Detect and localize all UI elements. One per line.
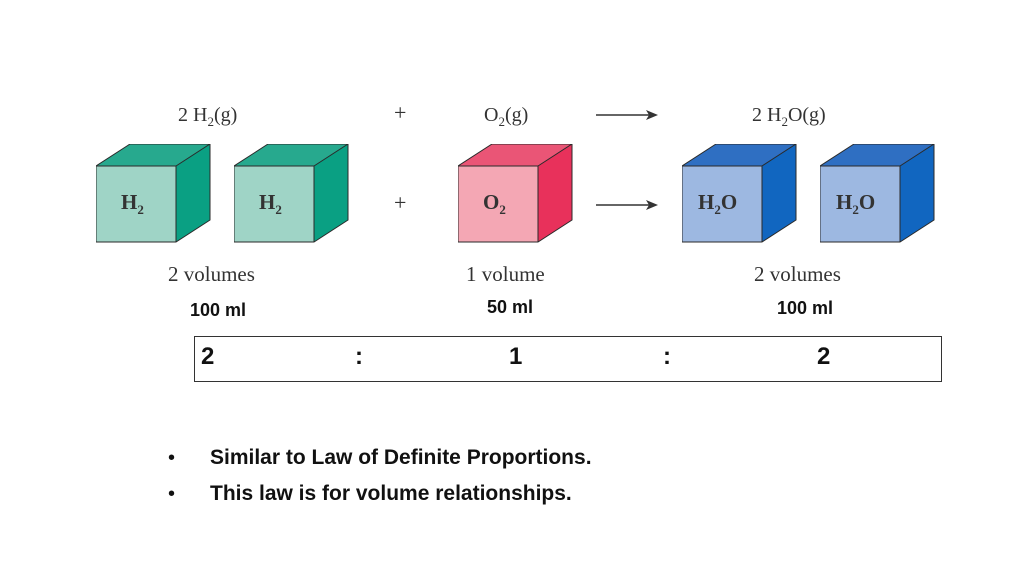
bullet-text: Similar to Law of Definite Proportions. — [210, 446, 592, 469]
o2-cube-label: O2 — [483, 190, 506, 218]
bullet-marker: • — [168, 483, 176, 505]
cubes-plus-sign: + — [394, 190, 407, 215]
ratio-value-h2o: 2 — [817, 343, 831, 370]
o2-cube — [458, 144, 573, 243]
h2-cube-1-label: H2 — [121, 190, 144, 218]
equation-reactant-o2: O2(g) — [484, 104, 529, 129]
volume-label-h2: 2 volumes — [168, 262, 255, 286]
h2o-cube-1 — [682, 144, 797, 243]
h2o-cube-2-label: H2O — [836, 190, 876, 218]
ratio-separator-1: : — [355, 343, 363, 370]
equation-product-h2o: 2 H2O(g) — [752, 104, 826, 129]
h2o-cube-2 — [820, 144, 935, 243]
amount-label-o2: 50 ml — [487, 297, 534, 317]
h2-cube-1 — [96, 144, 211, 243]
equation-reactant-h2: 2 H2(g) — [178, 104, 238, 129]
equation-plus-sign: + — [394, 100, 407, 125]
h2-cube-2 — [234, 144, 349, 243]
bullet-item: • Similar to Law of Definite Proportions… — [168, 446, 592, 482]
equation-arrow-icon — [596, 110, 658, 120]
ratio-separator-2: : — [663, 343, 671, 370]
amount-label-h2: 100 ml — [190, 300, 247, 320]
cubes-arrow-icon — [596, 200, 658, 210]
h2-cube-2-label: H2 — [259, 190, 282, 218]
ratio-box: 2 : 1 : 2 — [194, 336, 942, 382]
ratio-value-h2: 2 — [201, 343, 215, 370]
volume-label-o2: 1 volume — [466, 262, 545, 286]
amount-label-h2o: 100 ml — [777, 298, 834, 318]
h2o-cube-1-label: H2O — [698, 190, 738, 218]
bullet-marker: • — [168, 447, 176, 469]
bullet-list: • Similar to Law of Definite Proportions… — [168, 446, 592, 518]
bullet-text: This law is for volume relationships. — [210, 482, 572, 505]
volume-label-h2o: 2 volumes — [754, 262, 841, 286]
bullet-item: • This law is for volume relationships. — [168, 482, 592, 518]
ratio-value-o2: 1 — [509, 343, 523, 370]
